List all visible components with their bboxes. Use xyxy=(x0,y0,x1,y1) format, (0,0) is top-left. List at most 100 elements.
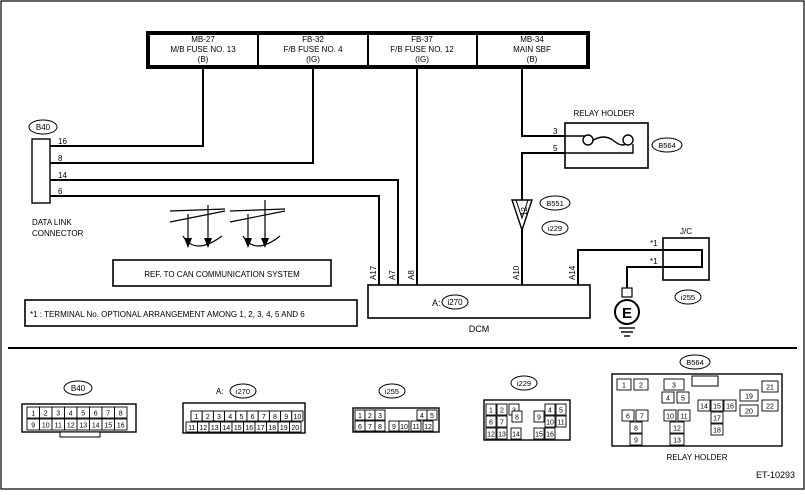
dlc-pin-8: 8 xyxy=(58,154,63,163)
i229-cell xyxy=(511,410,523,423)
b564-pin-label: 7 xyxy=(640,414,644,421)
b551-connector-symbol xyxy=(511,199,533,233)
b564-cell xyxy=(710,411,724,424)
b564-pin-label: 19 xyxy=(745,394,753,401)
b551-connector-tag xyxy=(539,195,571,211)
b564-pin-label: 11 xyxy=(680,414,687,421)
b564-cell xyxy=(629,433,643,446)
dlc-pin-16: 16 xyxy=(58,137,67,146)
i270-pin-label: 13 xyxy=(211,425,219,432)
b564-pin-label: 9 xyxy=(634,438,638,445)
b564-cell xyxy=(633,378,649,391)
i255-pin-label: 3 xyxy=(378,413,382,420)
b40-pin-label: 3 xyxy=(56,411,60,418)
b564-cell xyxy=(676,391,690,404)
i270-pin-label: 1 xyxy=(195,414,199,421)
svg-text:B40: B40 xyxy=(36,123,51,132)
i270-pin-label: 4 xyxy=(228,414,232,421)
b40-connector-tag xyxy=(28,119,58,135)
i229-cell xyxy=(485,415,497,428)
b564-cell xyxy=(663,378,685,391)
dcm-pin-a10: A10 xyxy=(512,265,521,280)
wire-sbf-pin3 xyxy=(521,67,565,137)
i270-pin-label: 19 xyxy=(280,425,288,432)
i270-cell xyxy=(291,410,304,422)
i255-pin-label: 12 xyxy=(424,424,432,431)
i229-connector-tag xyxy=(541,220,569,236)
svg-text:B564: B564 xyxy=(658,141,676,150)
wire-pin14-a7 xyxy=(50,179,399,285)
b564-pin-label: 10 xyxy=(666,414,674,421)
b564-cell xyxy=(669,433,685,446)
svg-text:A:: A: xyxy=(216,387,224,396)
b564-pin-label: 1 xyxy=(622,383,626,390)
b40-cell xyxy=(114,406,128,419)
dcm-pin-a14: A14 xyxy=(568,265,577,280)
b40-pin-label: 4 xyxy=(69,411,73,418)
fuse-mb27: MB-27 M/B FUSE NO. 13 (B) xyxy=(170,35,236,64)
b564-pin-label: 13 xyxy=(673,438,681,445)
i229-pin-label: 8 xyxy=(515,415,519,422)
i255-cell xyxy=(426,409,438,421)
i229-cell xyxy=(544,427,556,440)
relay-holder-caption: RELAY HOLDER xyxy=(666,453,727,462)
svg-text:B564: B564 xyxy=(686,358,704,367)
i229-pin-label: 4 xyxy=(548,408,552,415)
i270-pin-label: 12 xyxy=(199,425,207,432)
b564-cell xyxy=(616,378,632,391)
b40-pin-label: 13 xyxy=(79,423,87,430)
b40-pin-label: 12 xyxy=(67,423,75,430)
b564-view-tag xyxy=(679,354,711,370)
svg-text:B551: B551 xyxy=(546,199,564,208)
b564-pin-label: 21 xyxy=(766,385,774,392)
i270-pin-label: 3 xyxy=(217,414,221,421)
svg-text:i255: i255 xyxy=(681,293,695,302)
i229-pin-label: 9 xyxy=(537,415,541,422)
i270-pin-label: 14 xyxy=(222,425,230,432)
i229-pin-label: 5 xyxy=(559,408,563,415)
i229-cell xyxy=(496,403,508,416)
b40-pin-label: 1 xyxy=(31,411,35,418)
can-reference-box xyxy=(112,259,332,287)
svg-text:MAIN SBF: MAIN SBF xyxy=(513,45,551,54)
relay-holder-title: RELAY HOLDER xyxy=(573,109,634,118)
svg-text:i229: i229 xyxy=(548,224,562,233)
b564-pin-label: 14 xyxy=(700,404,708,411)
i270-pin-label: 8 xyxy=(273,414,277,421)
b564-cell xyxy=(635,409,649,422)
b564-pin-label: 4 xyxy=(666,396,670,403)
b40-pin-label: 9 xyxy=(31,423,35,430)
b40-pin-label: 2 xyxy=(44,411,48,418)
svg-text:MB-27: MB-27 xyxy=(191,35,215,44)
i229-cell xyxy=(485,403,497,416)
b564-cell xyxy=(661,391,675,404)
svg-text:i270: i270 xyxy=(236,387,250,396)
b40-pin-label: 5 xyxy=(81,411,85,418)
i255-cell xyxy=(374,420,386,432)
svg-text:(B): (B) xyxy=(198,55,209,64)
i255-pin-label: 1 xyxy=(358,413,362,420)
i255-cell xyxy=(398,420,410,432)
svg-text:B40: B40 xyxy=(71,384,86,393)
i229-cell xyxy=(544,403,556,416)
i229-cell xyxy=(555,403,567,416)
i229-cell xyxy=(533,427,545,440)
b40-view-tag xyxy=(63,380,93,396)
i270-pin-label: 16 xyxy=(245,425,253,432)
fuse-fb37: FB-37 F/B FUSE NO. 12 (IG) xyxy=(390,35,454,64)
fuse-mb34: MB-34 MAIN SBF (B) xyxy=(513,35,551,64)
i255-pin-label: 11 xyxy=(412,424,419,431)
i229-cell xyxy=(485,427,497,440)
b40-pin-label: 6 xyxy=(94,411,98,418)
i270-cell xyxy=(289,421,302,433)
fuse-fb32: FB-32 F/B FUSE NO. 4 (IG) xyxy=(283,35,343,64)
b564-cell xyxy=(710,423,724,436)
b40-pin-label: 8 xyxy=(119,411,123,418)
b564-pin-label: 16 xyxy=(726,404,734,411)
wire-fuse13-pin16 xyxy=(50,67,204,147)
